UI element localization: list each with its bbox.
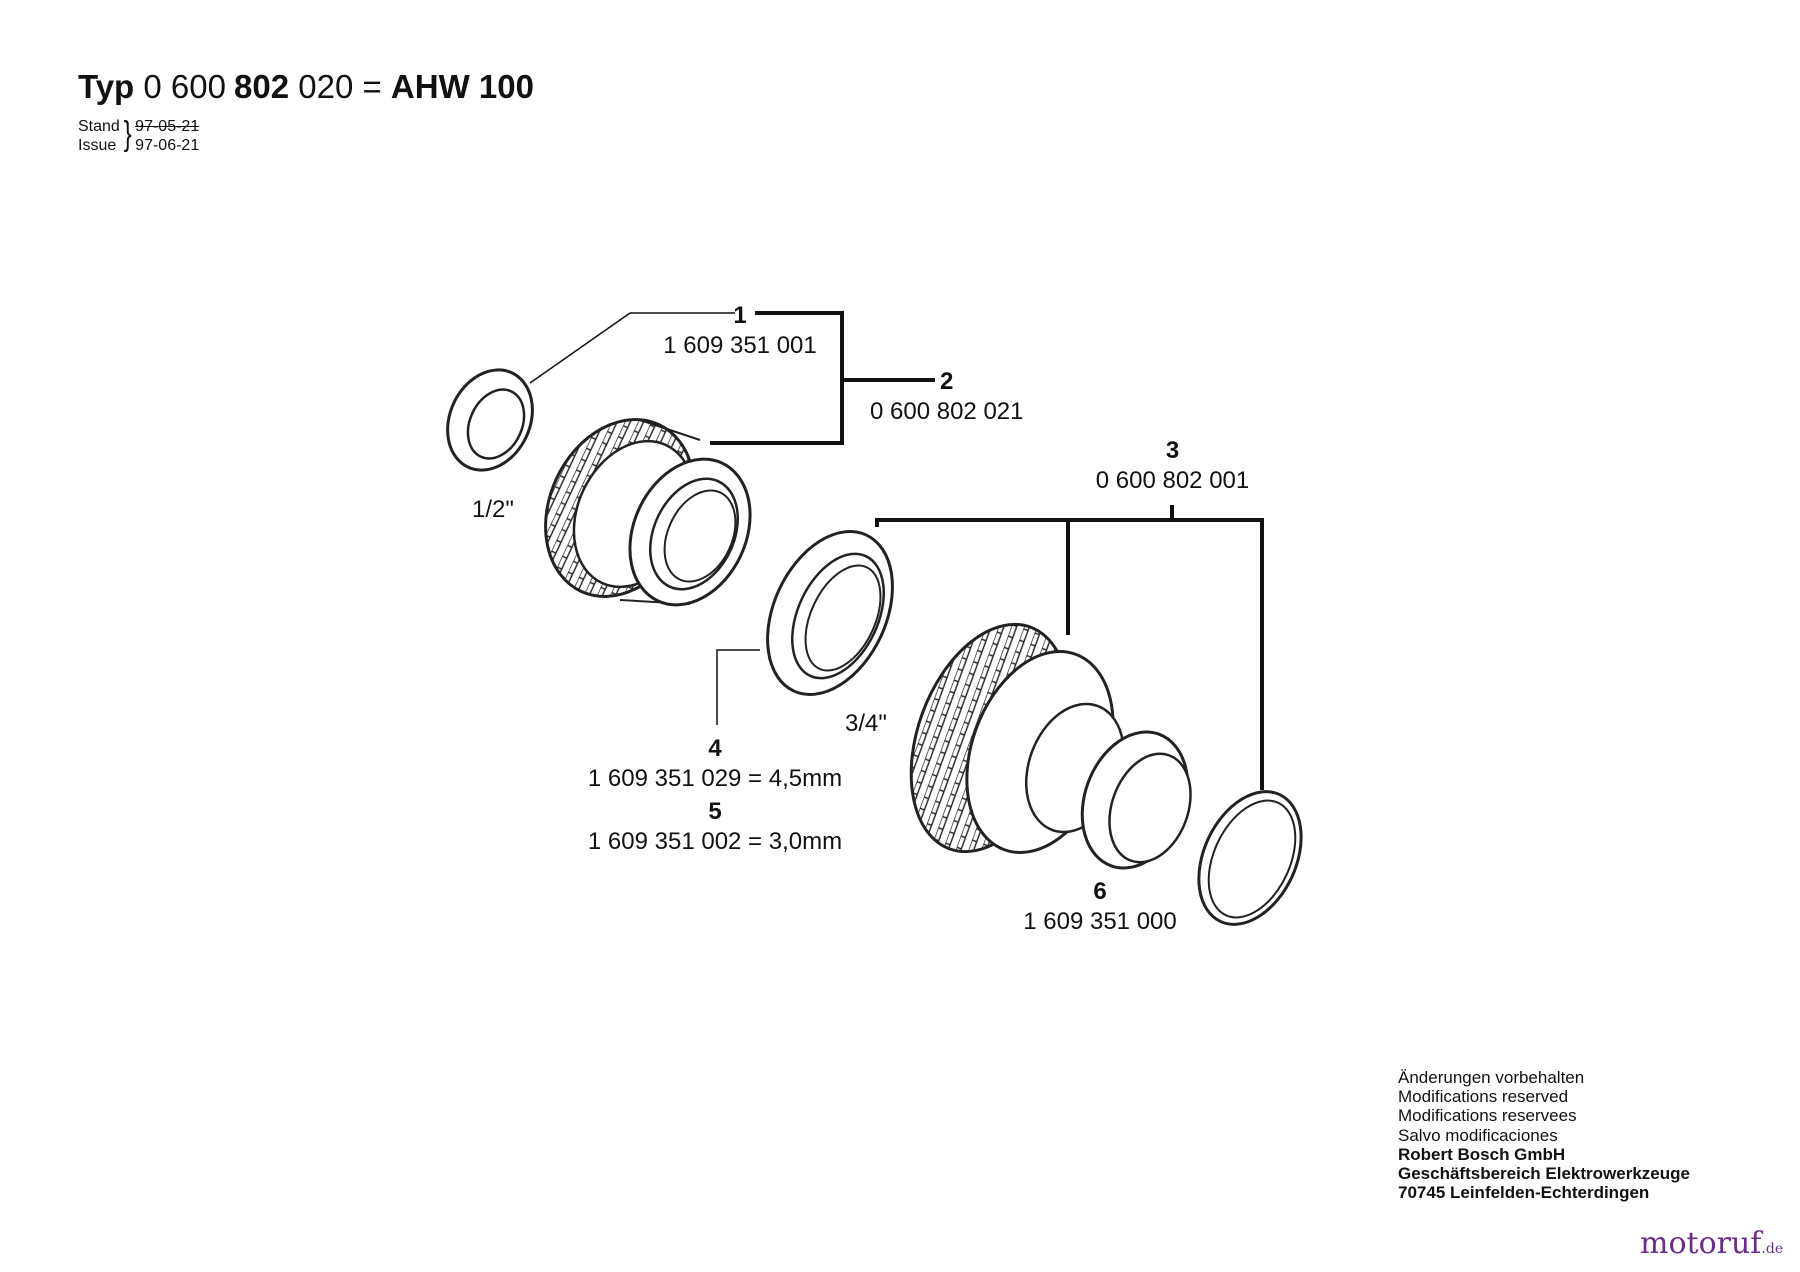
washer-1-illustration (446, 368, 534, 472)
motoruf-logo: motoruf.de (1640, 1226, 1783, 1261)
size-label-half-inch: 1/2" (472, 496, 514, 523)
footer-line-en: Modifications reserved (1398, 1087, 1569, 1107)
footer-company: Robert Bosch GmbH (1398, 1144, 1566, 1164)
callout-part-number: 1 609 351 001 (663, 332, 817, 359)
issue-date: 97-06-21 (135, 137, 200, 154)
callout-3: 3 0 600 802 001 (1085, 436, 1260, 496)
callout-4: 4 1 609 351 029 = 4,5mm (580, 734, 850, 794)
callout-number: 1 (733, 302, 747, 329)
callout-number: 6 (1093, 878, 1107, 905)
callout-part-number: 1 609 351 029 = 4,5mm (587, 765, 843, 792)
footer-line-es: Salvo modificaciones (1398, 1125, 1558, 1145)
footer-line-fr: Modifications reservees (1398, 1106, 1577, 1126)
footer-notice: Änderungen vorbehalten Modifications res… (1398, 1068, 1690, 1202)
callout-1: 1 1 609 351 001 (660, 301, 820, 361)
model-name: AHW 100 (390, 68, 534, 105)
stand-issue-block: Stand Issue } 97-05-21 97-06-21 (78, 115, 200, 155)
stand-label: Stand (78, 118, 120, 135)
callout-part-number: 1 609 351 000 (1023, 908, 1177, 935)
callout-6: 6 1 609 351 000 (1020, 877, 1180, 937)
size-label-three-quarter-inch: 3/4" (845, 710, 887, 737)
typ-label: Typ (78, 68, 135, 105)
callout-2: 2 0 600 802 021 (870, 367, 1030, 427)
callout-part-number: 1 609 351 002 = 3,0mm (587, 828, 843, 855)
washer-4-5-illustration (766, 530, 894, 696)
issue-label: Issue (78, 137, 117, 154)
callout-number: 3 (1165, 437, 1180, 464)
part-mid: 802 (234, 68, 290, 105)
ring-6-illustration (1197, 790, 1303, 926)
leader-lines (529, 311, 1264, 790)
tap-adapter-half-inch-illustration (544, 418, 752, 607)
footer-division: Geschäftsbereich Elektrowerkzeuge (1398, 1164, 1690, 1184)
footer-line-de: Änderungen vorbehalten (1398, 1068, 1585, 1087)
logo-tld: .de (1761, 1241, 1784, 1257)
callout-number: 5 (708, 798, 722, 825)
part-prefix: 0 600 (143, 68, 226, 105)
footer-address: 70745 Leinfelden-Echterdingen (1398, 1183, 1650, 1203)
tap-adapter-three-quarter-inch-illustration (909, 622, 1192, 870)
callout-5: 5 1 609 351 002 = 3,0mm (580, 797, 850, 857)
callout-part-number: 0 600 802 001 (1095, 467, 1250, 494)
logo-brand: motoruf (1640, 1226, 1762, 1261)
callout-number: 2 (940, 368, 954, 395)
stand-date: 97-05-21 (135, 118, 200, 135)
callout-part-number: 0 600 802 021 (870, 398, 1024, 425)
part-suffix: 020 = (298, 68, 382, 105)
callout-number: 4 (708, 735, 722, 762)
brace-symbol: } (123, 115, 132, 153)
